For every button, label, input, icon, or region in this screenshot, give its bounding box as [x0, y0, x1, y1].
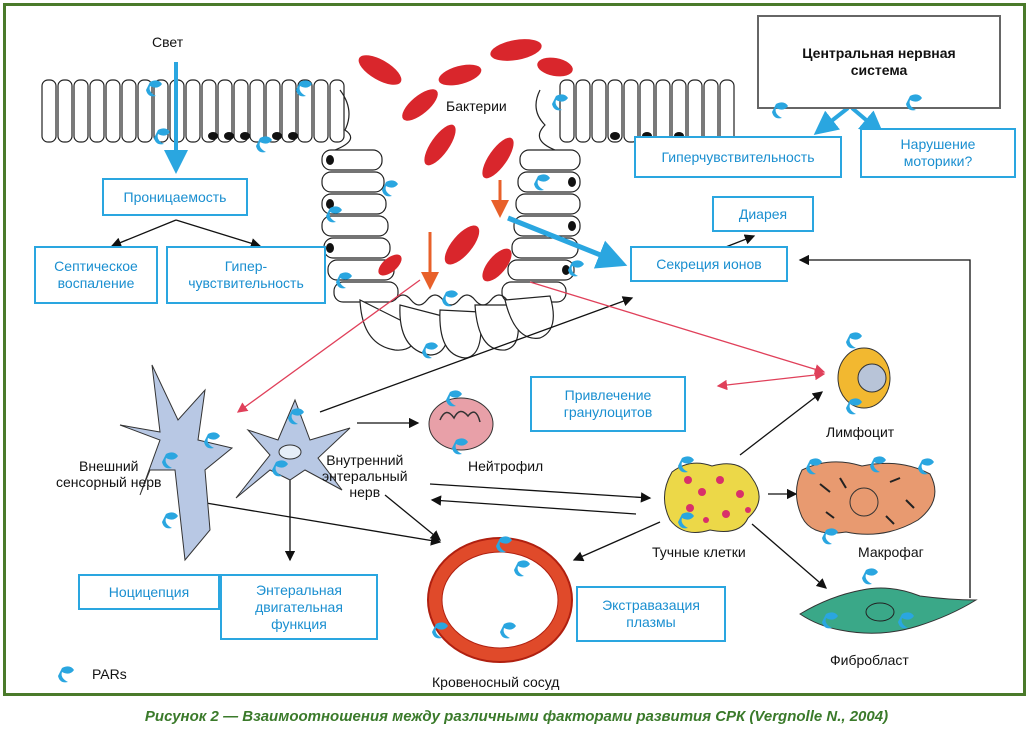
- box-permeability: Проницаемость: [102, 178, 248, 216]
- secretion-arrow: [507, 215, 628, 269]
- nuclei-left: [208, 132, 298, 140]
- macrophage-nucleus: [849, 487, 879, 517]
- box-hypersensitivity-top: Гиперчувствительность: [634, 136, 842, 178]
- vessel-inner: [441, 551, 559, 649]
- label-fibroblast: Фибробласт: [830, 652, 909, 668]
- label-inner-nerve: Внутренний энтеральный нерв: [322, 452, 408, 500]
- box-hypersensitivity-left: Гипер- чувствительность: [166, 246, 326, 304]
- box-motility: Нарушение моторики?: [860, 128, 1016, 178]
- label-pars: PARs: [92, 666, 127, 682]
- crypt-villi-left: [334, 89, 352, 151]
- label-outer-nerve: Внешний сенсорный нерв: [56, 458, 162, 490]
- cns-frame: [757, 15, 1001, 109]
- box-motor: Энтеральная двигательная функция: [220, 574, 378, 640]
- fibroblast-nucleus: [865, 602, 895, 622]
- label-mast-cells: Тучные клетки: [652, 544, 746, 560]
- crypt-lumen-wave: [394, 294, 508, 306]
- label-macrophage: Макрофаг: [858, 544, 924, 560]
- crypt-nuclei: [326, 155, 576, 275]
- label-light: Свет: [152, 34, 184, 50]
- box-diarrhea: Диарея: [712, 196, 814, 232]
- box-granulocytes: Привлечение гранулоцитов: [530, 376, 686, 432]
- box-nociception: Ноцицепция: [78, 574, 220, 610]
- macrophage-granules: [819, 477, 915, 525]
- red-arrows: [236, 279, 826, 413]
- label-vessel: Кровеносный сосуд: [432, 674, 560, 690]
- par-markers: [58, 80, 934, 683]
- epithelium-left: [41, 79, 345, 143]
- neutrophil-cell: [428, 397, 494, 451]
- enteric-nerve-nucleus: [278, 444, 302, 460]
- crypt-base: [359, 295, 554, 359]
- box-extravasation: Экстравазация плазмы: [576, 586, 726, 642]
- crypt-right-wall: [501, 149, 581, 303]
- neutrophil-nucleus: [439, 410, 481, 423]
- cns-arrow-2: [850, 106, 885, 136]
- figure-caption: Рисунок 2 — Взаимоотношения между различ…: [144, 708, 889, 725]
- mast-cell-granules: [684, 476, 751, 523]
- lymphocyte-nucleus: [857, 363, 887, 393]
- label-lymphocyte: Лимфоцит: [826, 424, 895, 440]
- crypt-left-wall: [321, 149, 399, 303]
- box-secretion: Секреция ионов: [630, 246, 788, 282]
- outer-sensory-nerve: [119, 364, 234, 562]
- crypt-villi-right: [535, 89, 556, 151]
- box-septic: Септическое воспаление: [34, 246, 158, 304]
- cns-arrow-1: [813, 106, 850, 135]
- bacteria: [358, 39, 573, 282]
- cns-label: Центральная нервная система: [802, 45, 956, 78]
- label-neutrophil: Нейтрофил: [468, 458, 544, 474]
- label-bacteria: Бактерии: [446, 98, 507, 114]
